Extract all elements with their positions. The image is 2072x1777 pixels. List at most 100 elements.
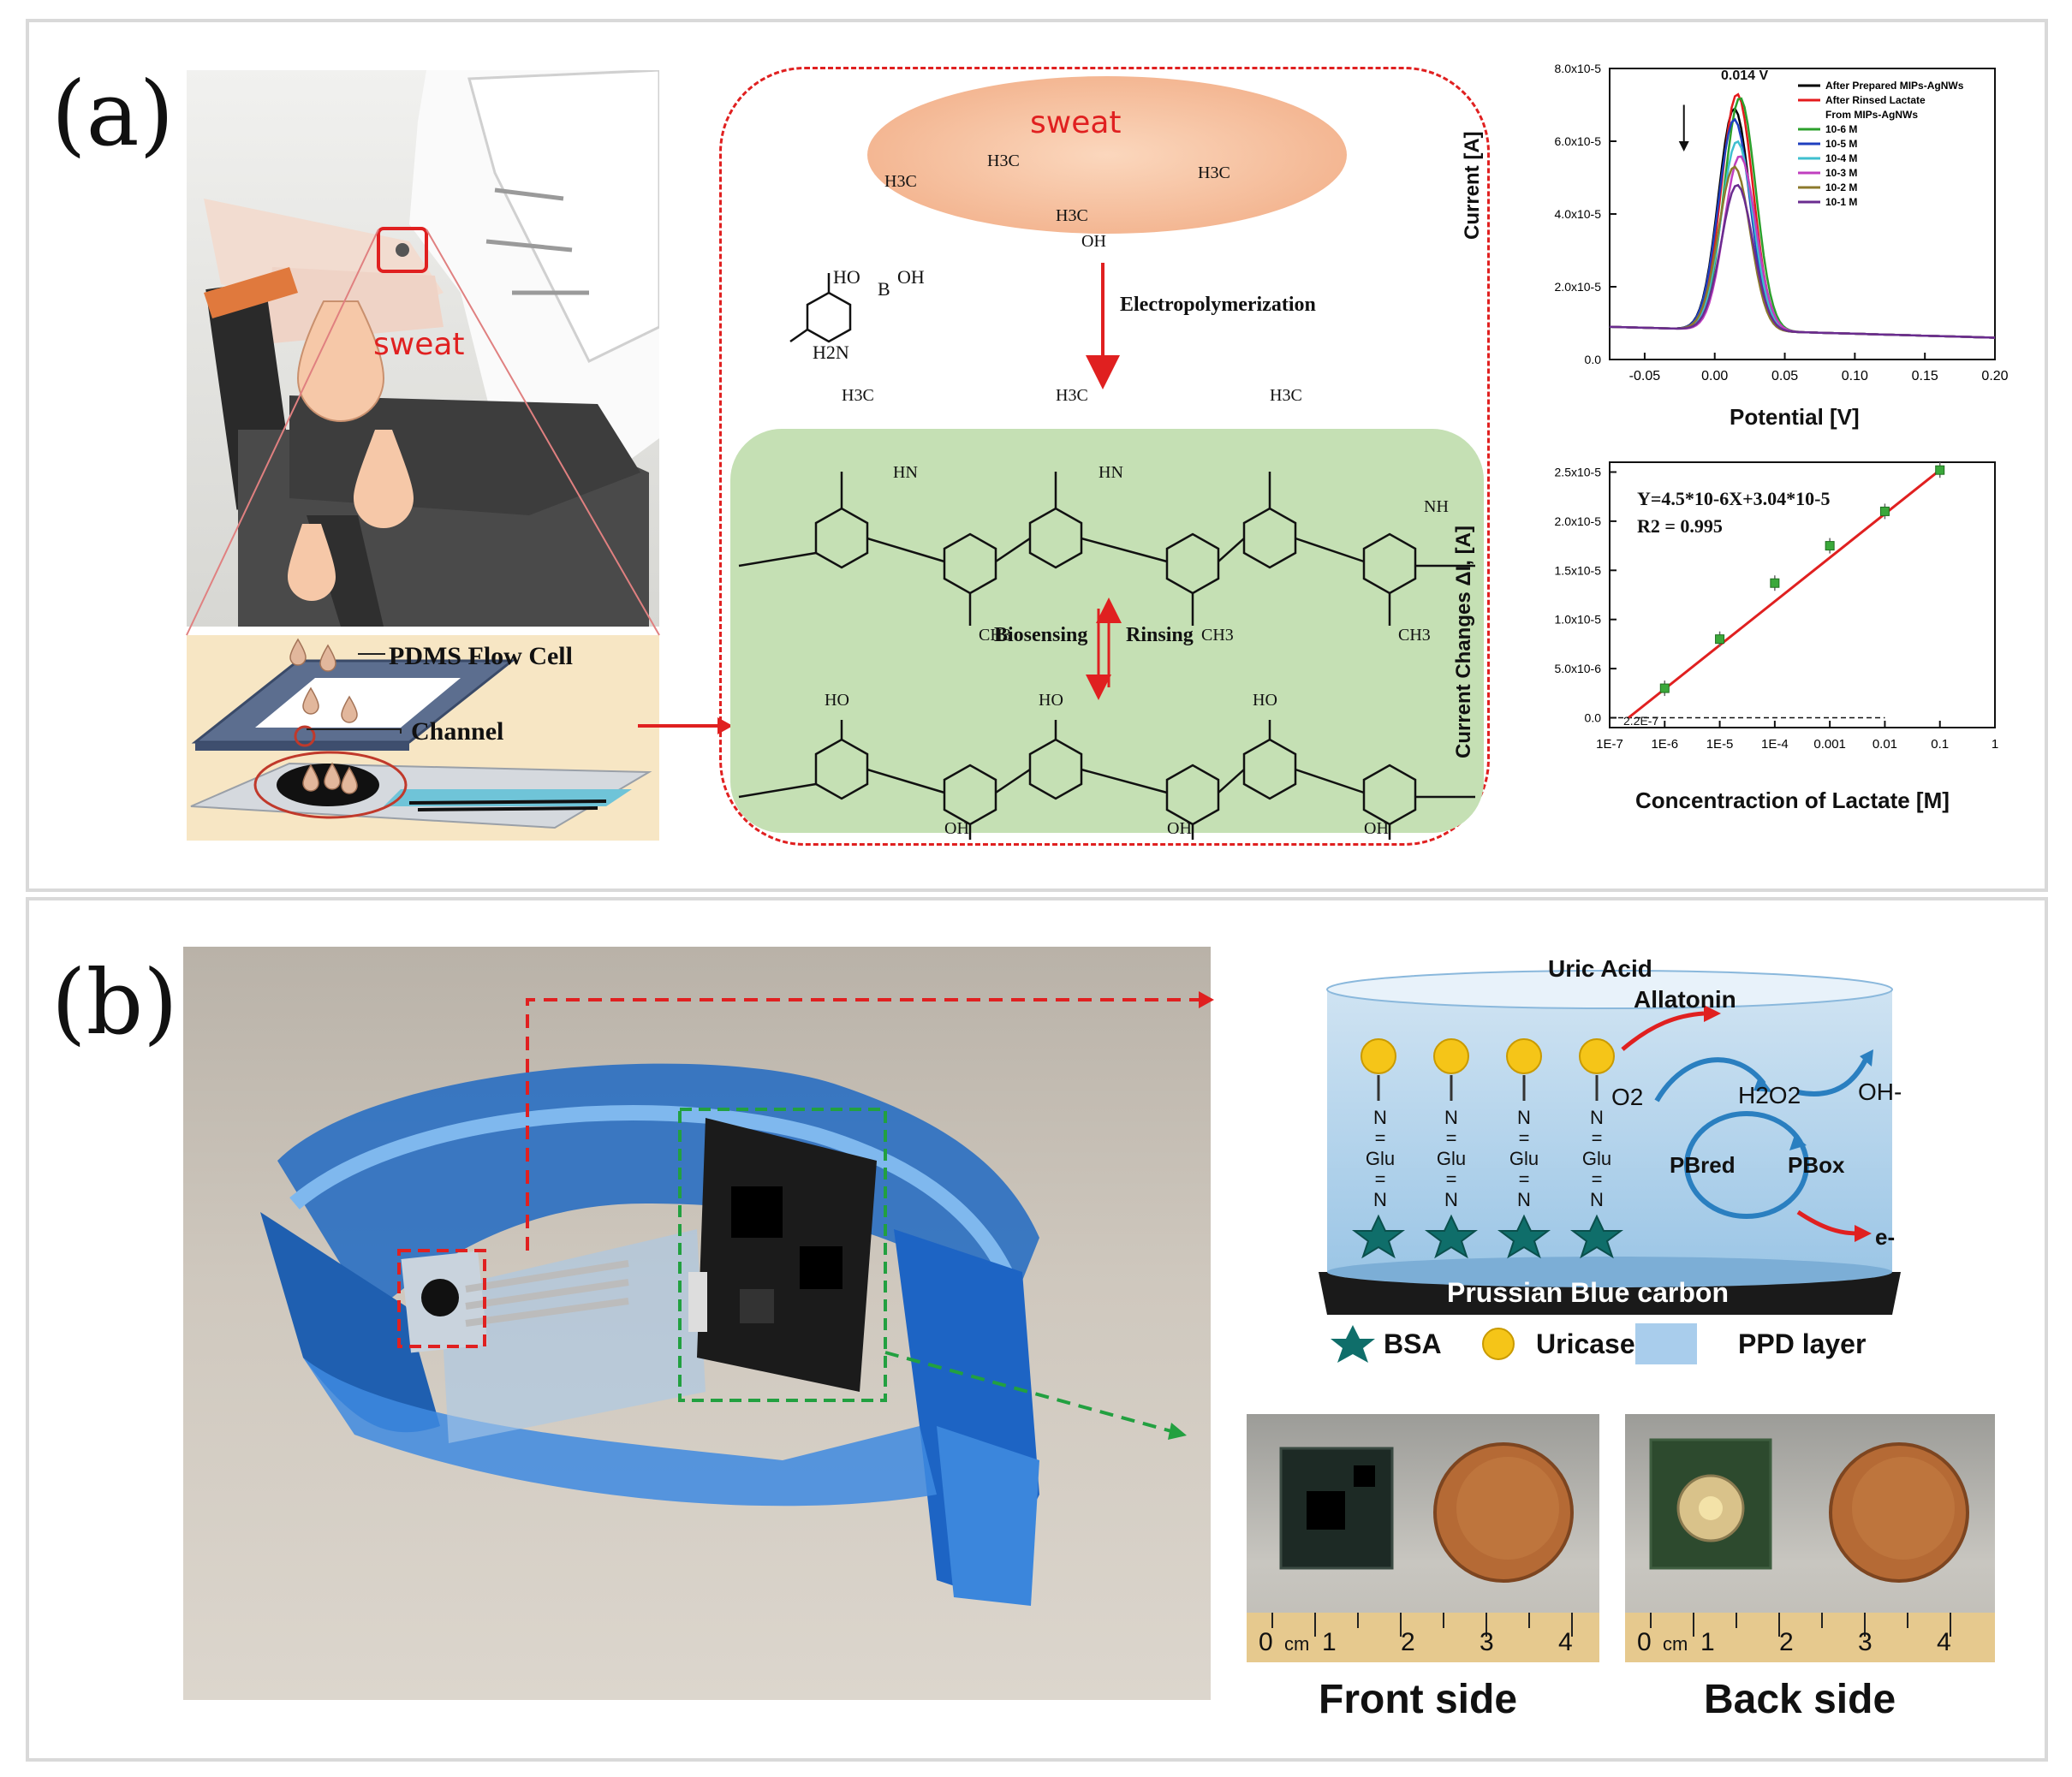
calibration-point [1770, 578, 1780, 588]
uricase-chains [1360, 1038, 1615, 1101]
polymer-green-box [730, 429, 1484, 833]
boronic-ho-1: HO [825, 691, 849, 710]
dpv-xtick-label: 0.05 [1771, 369, 1798, 383]
bsa-legend-label: BSA [1384, 1328, 1442, 1359]
dpv-axes-frame [1609, 68, 1996, 360]
dpv-legend-label: 10-4 M [1825, 152, 1857, 164]
dpv-ytick-label: 4.0x10-5 [1555, 207, 1602, 221]
uricase-legend-icon [1482, 1328, 1515, 1360]
front-ruler-1: 1 [1322, 1628, 1337, 1656]
back-ruler-cm: cm [1663, 1633, 1688, 1655]
uricase-legend-label: Uricase [1536, 1328, 1635, 1359]
calibration-ytick-label: 1.5x10-5 [1555, 563, 1602, 577]
calibration-ylabel: Current Changes ΔI, [A] [1452, 526, 1475, 758]
calibration-xtick-label: 1E-4 [1761, 737, 1789, 752]
dpv-series-line [1609, 164, 1996, 339]
chain-3: N=Glu=N [1509, 1107, 1539, 1210]
dpv-ytick-label: 6.0x10-5 [1555, 134, 1602, 148]
dpv-legend-label: 10-1 M [1825, 196, 1857, 208]
exercise-photo: sweat [187, 70, 659, 627]
boronic-oh-3: OH [1364, 819, 1389, 838]
h2o2-label: H2O2 [1738, 1082, 1801, 1108]
dpv-xtick-label: -0.05 [1629, 369, 1661, 383]
boronate-h3c-1: H3C [842, 386, 874, 405]
polymer-hn-1: HN [893, 463, 918, 482]
boronic-oh-2: OH [1167, 819, 1192, 838]
front-ruler-2: 2 [1401, 1628, 1415, 1656]
monomer-ho: HO [833, 266, 860, 288]
dpv-chart-svg: 0.02.0x10-54.0x10-56.0x10-58.0x10-5-0.05… [1555, 62, 2009, 383]
bsa-stars [1352, 1214, 1623, 1259]
calibration-xtick-label: 0.01 [1873, 737, 1897, 752]
polymer-rings-bottom [738, 720, 1475, 840]
photo-sweat-label: sweat [373, 327, 465, 362]
scheme-sweat-label: sweat [1030, 105, 1122, 140]
dpv-legend-label: After Prepared MIPs-AgNWs [1825, 80, 1964, 92]
lactate-label-4: H3C [1056, 206, 1088, 225]
electron-label: e- [1875, 1224, 1896, 1250]
uricase-legend: BSA Uricase PPD layer [1327, 1318, 1909, 1370]
calibration-axes-frame [1609, 461, 1996, 728]
front-ruler-4: 4 [1558, 1628, 1573, 1656]
lactate-label-1: H3C [884, 172, 917, 191]
boronic-oh-1: OH [944, 819, 969, 838]
dpv-series-line [1609, 183, 1996, 339]
boronate-h3c-2: H3C [1056, 386, 1088, 405]
dpv-xlabel: Potential [V] [1730, 404, 1860, 430]
biosensing-label: Biosensing [994, 624, 1088, 646]
bsa-legend-icon [1331, 1325, 1375, 1363]
prussian-blue-label: Prussian Blue carbon [1447, 1277, 1729, 1308]
channel-label: Channel [411, 717, 504, 746]
polymer-hn-2: HN [1099, 463, 1123, 482]
pdms-flow-cell-label: PDMS Flow Cell [389, 642, 573, 670]
dpv-legend-label: From MIPs-AgNWs [1825, 109, 1918, 121]
chain-2: N=Glu=N [1436, 1107, 1467, 1210]
dpv-xtick-label: 0.00 [1701, 369, 1728, 383]
flow-cell-illustration: PDMS Flow Cell Channel [187, 635, 659, 841]
back-ruler-0: 0 [1637, 1628, 1652, 1656]
front-ruler-0: 0 [1259, 1628, 1273, 1656]
dpv-ytick-label: 2.0x10-5 [1555, 280, 1602, 294]
calibration-ytick-label: 0.0 [1585, 711, 1602, 725]
dpv-legend-label: After Rinsed Lactate [1825, 94, 1926, 106]
dpv-peak-label: 0.014 V [1721, 68, 1769, 83]
dpv-xtick-label: 0.10 [1842, 369, 1868, 383]
calibration-xtick-label: 1 [1992, 737, 1998, 752]
back-ruler-4: 4 [1937, 1628, 1951, 1656]
calibration-ytick-label: 2.5x10-5 [1555, 465, 1602, 478]
polymer-rings-top [738, 472, 1475, 626]
pb-red-label: PBred [1670, 1152, 1736, 1178]
uric-acid-label: Uric Acid [1548, 955, 1652, 982]
back-ruler-1: 1 [1700, 1628, 1715, 1656]
lactate-label-5: OH [1081, 232, 1106, 251]
dpv-series-line [1609, 97, 1996, 339]
panel-b-label: (b) [51, 950, 178, 1055]
dpv-legend-label: 10-3 M [1825, 167, 1857, 179]
front-ruler-cm: cm [1284, 1633, 1310, 1655]
calibration-xtick-label: 1E-7 [1596, 737, 1623, 752]
dpv-xtick-label: 0.15 [1912, 369, 1938, 383]
monomer-ring [789, 273, 852, 343]
lactate-label-2: H3C [987, 152, 1020, 170]
boronic-ho-3: HO [1253, 691, 1277, 710]
boronic-ho-2: HO [1039, 691, 1063, 710]
allatonin-label: Allatonin [1634, 986, 1736, 1013]
chain-1: N=Glu=N [1365, 1107, 1396, 1210]
dpv-xtick-label: 0.20 [1981, 369, 2008, 383]
calibration-point [1659, 683, 1670, 693]
calibration-r2: R2 = 0.995 [1637, 515, 1723, 537]
calibration-point [1825, 541, 1835, 551]
dpv-legend-label: 10-2 M [1825, 181, 1857, 193]
calibration-point [1715, 634, 1725, 645]
monomer-oh: OH [897, 266, 925, 288]
dpv-series-line [1609, 140, 1996, 339]
dpv-series-line [1609, 155, 1996, 339]
calibration-chart-svg: 0.05.0x10-61.0x10-51.5x10-52.0x10-52.5x1… [1555, 461, 1998, 752]
calibration-point [1935, 465, 1945, 475]
pb-ox-label: PBox [1788, 1152, 1845, 1178]
oh-label: OH- [1858, 1079, 1902, 1105]
calibration-ytick-label: 5.0x10-6 [1555, 662, 1602, 675]
back-ruler-2: 2 [1779, 1628, 1794, 1656]
calibration-xtick-label: 1E-6 [1651, 737, 1678, 752]
